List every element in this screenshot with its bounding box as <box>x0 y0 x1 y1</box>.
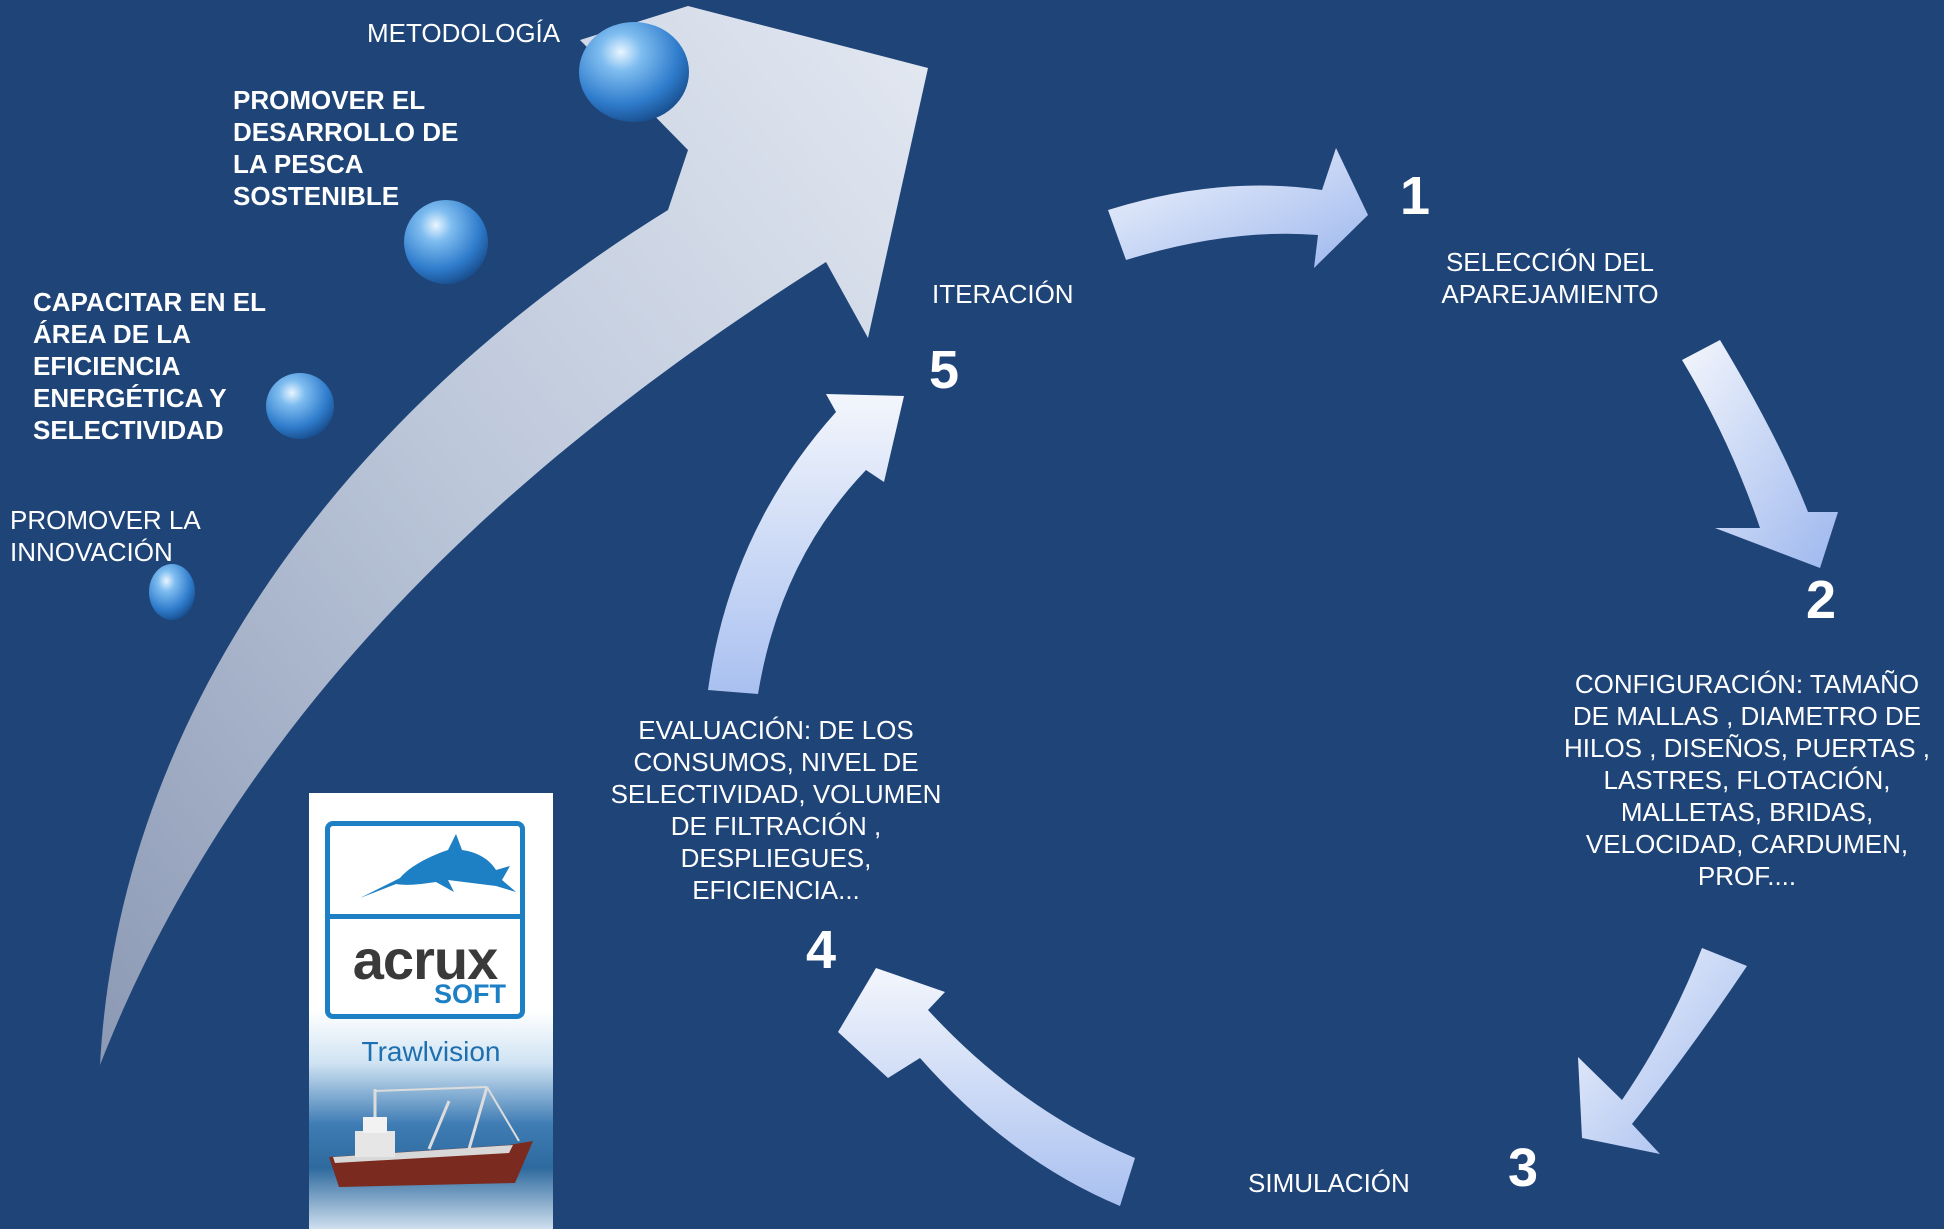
cycle-arrow-4-to-5 <box>708 394 904 694</box>
label-promover-desarrollo: PROMOVER EL DESARROLLO DE LA PESCA SOSTE… <box>233 85 459 211</box>
step-3-number: 3 <box>1508 1138 1539 1198</box>
growth-arrow <box>100 6 928 1065</box>
bubble-metodologia <box>579 22 689 122</box>
trawler-ship-icon <box>329 1086 533 1187</box>
logo-divider <box>330 914 520 919</box>
label-promover-innovacion: PROMOVER LA INNOVACIÓN <box>10 505 201 567</box>
bubble-promover-innovacion <box>149 564 195 620</box>
step-5-text: ITERACIÓN <box>932 279 1074 309</box>
bubbles <box>149 22 689 620</box>
label-capacitar: CAPACITAR EN EL ÁREA DE LA EFICIENCIA EN… <box>33 287 267 445</box>
step-2-text: CONFIGURACIÓN: TAMAÑO DE MALLAS , DIAMET… <box>1563 669 1931 891</box>
bubble-capacitar <box>266 373 334 439</box>
step-4-text: EVALUACIÓN: DE LOS CONSUMOS, NIVEL DE SE… <box>610 715 942 905</box>
cycle-arrow-3-to-4 <box>838 968 1135 1206</box>
bubble-promover-desarrollo <box>404 200 488 284</box>
logo-brand-sub: SOFT <box>434 979 506 1009</box>
acrux-logo-card: acrux SOFT Trawlvision <box>309 793 553 1229</box>
logo-brand-name: acrux <box>352 928 498 991</box>
cycle-arrow-1-to-2 <box>1682 340 1838 568</box>
step-2-number: 2 <box>1806 570 1837 630</box>
step-5-number: 5 <box>929 340 960 400</box>
label-metodologia: METODOLOGÍA <box>367 18 561 48</box>
marlin-icon <box>360 834 516 898</box>
cycle-arrows <box>708 148 1838 1206</box>
logo-product-name: Trawlvision <box>361 1036 501 1067</box>
step-1-number: 1 <box>1400 166 1431 226</box>
cycle-arrow-5-to-1 <box>1108 148 1368 268</box>
step-1-text: SELECCIÓN DEL APAREJAMIENTO <box>1441 247 1659 309</box>
step-4-number: 4 <box>806 920 837 980</box>
logo-frame: acrux SOFT <box>325 821 525 1019</box>
step-3-text: SIMULACIÓN <box>1248 1168 1410 1198</box>
cycle-arrow-2-to-3 <box>1578 948 1747 1154</box>
